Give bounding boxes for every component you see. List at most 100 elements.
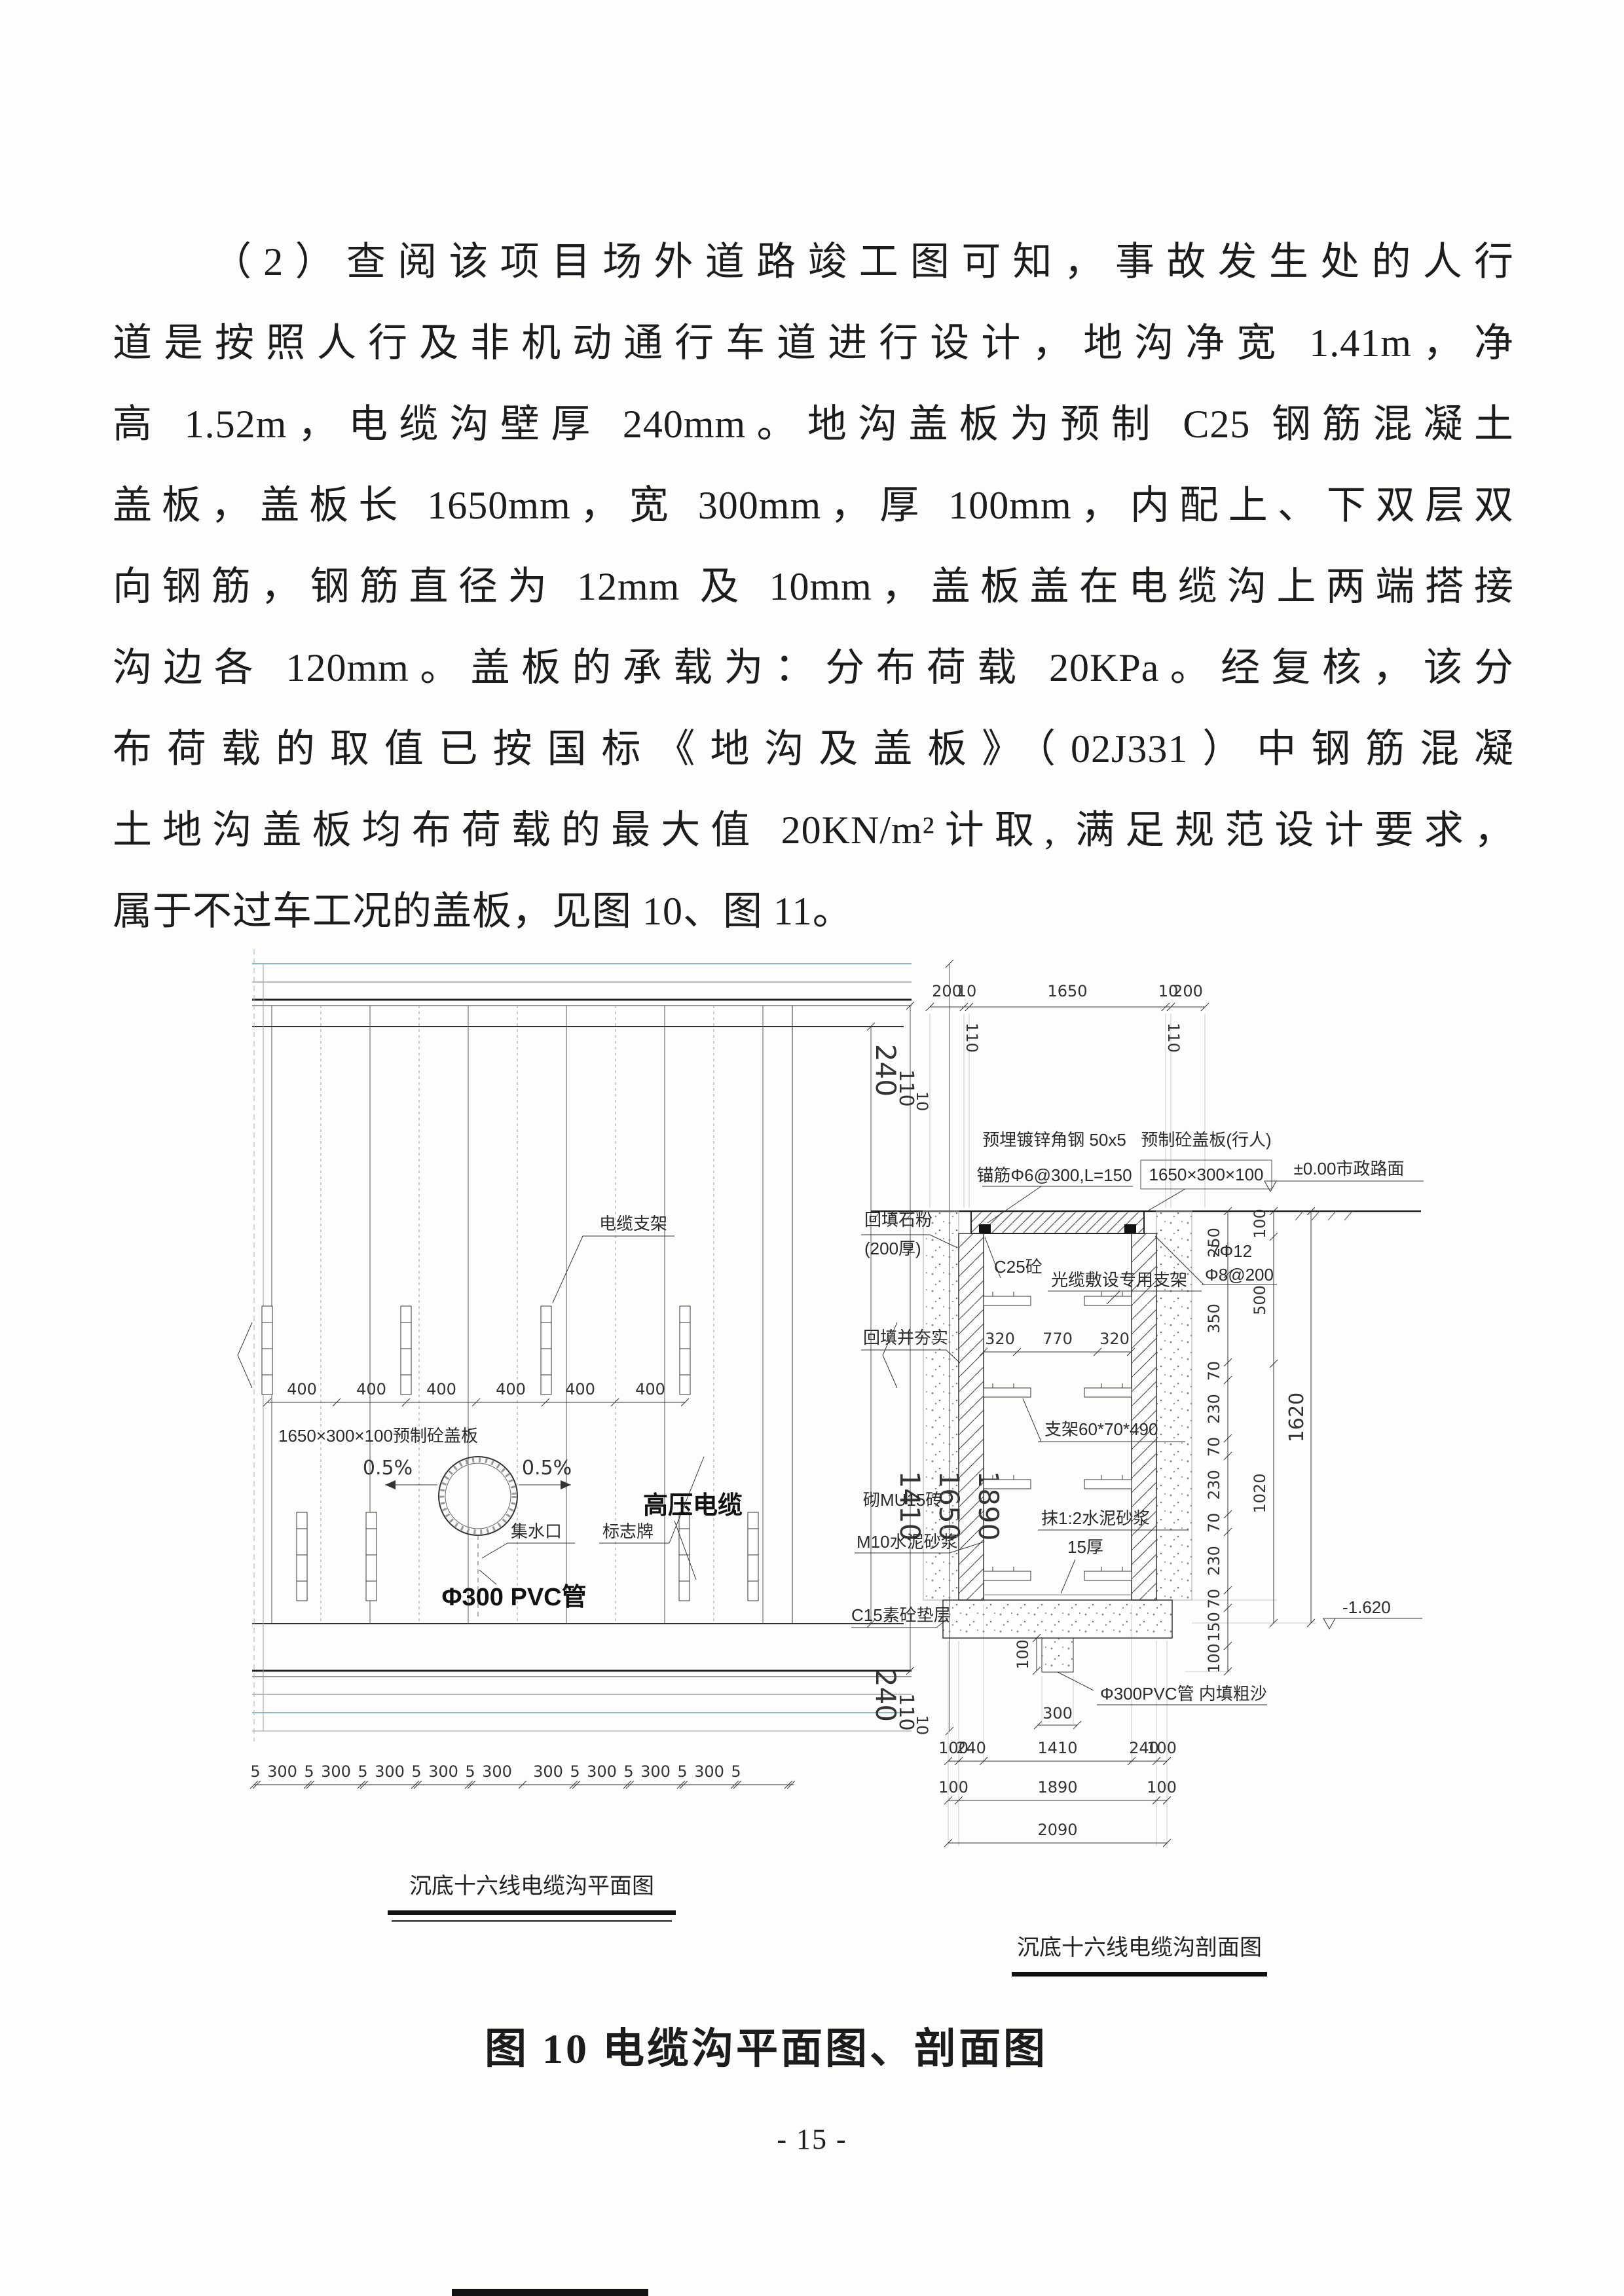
dim-label: 400: [426, 1380, 456, 1398]
page-number: - 15 -: [777, 2123, 847, 2155]
dim-label: 300: [587, 1762, 617, 1781]
dim-label: 1650: [1047, 982, 1087, 1000]
dim-label: 320: [1099, 1330, 1130, 1348]
dim-label: 100: [938, 1739, 969, 1757]
dim-label: 5: [677, 1762, 687, 1781]
slope-label: 0.5%: [522, 1457, 572, 1480]
dim-label: 1020: [1251, 1473, 1269, 1513]
paragraph-line: 属于不过车工况的盖板，见图 10、图 11。: [113, 890, 853, 933]
dim-label: 300: [640, 1762, 671, 1781]
dim-label: 10: [957, 982, 977, 1000]
body-paragraph: （2）查阅该项目场外道路竣工图可知，事故发生处的人行 道是按照人行及非机动通行车…: [113, 221, 1514, 952]
dim-label: 400: [287, 1380, 317, 1398]
c25-label: C25砼: [994, 1257, 1043, 1277]
dim-label: 110: [963, 1023, 981, 1053]
backfill-compact-label: 回填并夯实: [863, 1328, 948, 1347]
dim-label: 10: [913, 1091, 931, 1112]
dim-label: 230: [1205, 1470, 1223, 1500]
rebar-label: 7Φ12: [1210, 1241, 1252, 1261]
dim-label: 200: [932, 982, 962, 1000]
dim-label: 110: [895, 1693, 917, 1730]
dim-label: 5: [358, 1762, 367, 1781]
stirrup-label: Φ8@200: [1205, 1265, 1274, 1285]
dim-label: 5: [411, 1762, 421, 1781]
backfill-powder-label: 回填石粉: [864, 1210, 932, 1230]
dim-label: 5: [570, 1762, 580, 1781]
pvc-pipe-label: Φ300 PVC管: [441, 1584, 586, 1611]
dim-label: 5: [731, 1762, 741, 1781]
plaster-label: 抹1:2水泥砂浆: [1041, 1508, 1150, 1528]
slope-label: 0.5%: [363, 1457, 413, 1480]
bracket-size-label: 支架60*70*490: [1044, 1419, 1158, 1439]
dim-label: 5: [250, 1762, 260, 1781]
dim-label: 300: [533, 1762, 563, 1781]
mortar-label: M10水泥砂浆: [857, 1532, 958, 1552]
dim-label: 400: [635, 1380, 665, 1398]
dim-label: 240: [870, 1669, 902, 1722]
dim-label: 70: [1205, 1437, 1223, 1457]
paragraph-line: （2）查阅该项目场外道路竣工图可知，事故发生处的人行: [212, 240, 1514, 283]
dim-label: 300: [428, 1762, 458, 1781]
dim-label: 5: [465, 1762, 475, 1781]
plaster-thick-label: 15厚: [1067, 1537, 1103, 1557]
dim-label: 10: [1158, 982, 1179, 1000]
dim-label: 400: [565, 1380, 595, 1398]
cover-size-label: 1650×300×100: [1149, 1165, 1264, 1184]
pvc-label: Φ300PVC管 内填粗沙: [1100, 1684, 1267, 1704]
sign-board-label: 标志牌: [602, 1522, 654, 1541]
dim-label: 70: [1205, 1361, 1223, 1381]
figure-caption: 图 10 电缆沟平面图、剖面图: [485, 2026, 1048, 2072]
dim-label: 10: [913, 1715, 931, 1736]
dim-label: 240: [1129, 1739, 1159, 1757]
plan-drawing: 电缆支架 400 400 400 400 400 400 0.5% 0.5% 高…: [237, 949, 1005, 1922]
dim-label: 200: [1173, 982, 1203, 1000]
angle-steel-label: 预埋镀锌角钢 50x5: [982, 1130, 1126, 1150]
water-inlet-label: 集水口: [511, 1522, 562, 1541]
dim-label: 1620: [1285, 1393, 1308, 1442]
dim-label: 300: [267, 1762, 297, 1781]
road-level-label: ±0.00市政路面: [1294, 1159, 1405, 1178]
dim-label: 1890: [1037, 1778, 1077, 1796]
cable-bracket-label: 光缆敷设专用支架: [1051, 1270, 1187, 1290]
paragraph-line: 向钢筋，钢筋直径为 12mm 及 10mm，盖板盖在电缆沟上两端搭接: [113, 565, 1514, 608]
hv-cable-label: 高压电缆: [643, 1492, 743, 1520]
section-drawing: 200 10 1650 10 200 110 110 预埋镀锌角钢 50x5 锚…: [851, 982, 1424, 1977]
dim-label: 100: [938, 1778, 969, 1796]
dim-label: 1410: [894, 1471, 926, 1541]
plan-linework: [237, 949, 954, 1922]
dim-label: 100: [1014, 1639, 1032, 1669]
dim-label: 240: [956, 1739, 986, 1757]
dim-label: 100: [1251, 1209, 1269, 1239]
cushion-label: C15素砼垫层: [851, 1605, 951, 1625]
dim-label: 110: [895, 1069, 917, 1106]
paragraph-line: 高 1.52m，电缆沟壁厚 240mm。地沟盖板为预制 C25 钢筋混凝土: [113, 403, 1514, 446]
cover-plate-label: 预制砼盖板(行人): [1141, 1130, 1271, 1150]
dim-label: 500: [1251, 1285, 1269, 1315]
paragraph-line: 道是按照人行及非机动通行车道进行设计，地沟净宽 1.41m，净: [113, 321, 1514, 365]
paragraph-line: 布荷载的取值已按国标《地沟及盖板》（02J331）中钢筋混凝: [113, 727, 1514, 771]
paragraph-line: 沟边各 120mm。盖板的承载为：分布荷载 20KPa。经复核，该分: [113, 646, 1514, 689]
dim-label: 110: [1164, 1023, 1183, 1053]
dim-label: 350: [1205, 1303, 1223, 1334]
dim-label: 300: [375, 1762, 405, 1781]
anchor-bar-label: 锚筋Φ6@300,L=150: [976, 1165, 1132, 1185]
dim-label: 100: [1147, 1739, 1177, 1757]
dim-label: 400: [496, 1380, 526, 1398]
dim-label: 250: [1205, 1228, 1223, 1258]
dim-label: 100: [1147, 1778, 1177, 1796]
dim-label: 5: [623, 1762, 633, 1781]
dim-label: 230: [1205, 1546, 1223, 1576]
section-title: 沉底十六线电缆沟剖面图: [1017, 1935, 1262, 1960]
cable-support-label: 电缆支架: [599, 1214, 667, 1233]
dim-label: 400: [356, 1380, 386, 1398]
dim-label: 150: [1205, 1612, 1223, 1642]
plan-title: 沉底十六线电缆沟平面图: [409, 1874, 654, 1899]
dim-label: 2090: [1037, 1821, 1077, 1839]
scan-artifact-bar: [452, 2289, 648, 2296]
dim-label: 230: [1205, 1394, 1223, 1424]
dim-label: 70: [1205, 1589, 1223, 1609]
dim-label: 320: [985, 1330, 1015, 1348]
backfill-thick-label: (200厚): [864, 1239, 921, 1258]
dim-label: 1410: [1037, 1739, 1077, 1757]
dim-label: 300: [694, 1762, 724, 1781]
